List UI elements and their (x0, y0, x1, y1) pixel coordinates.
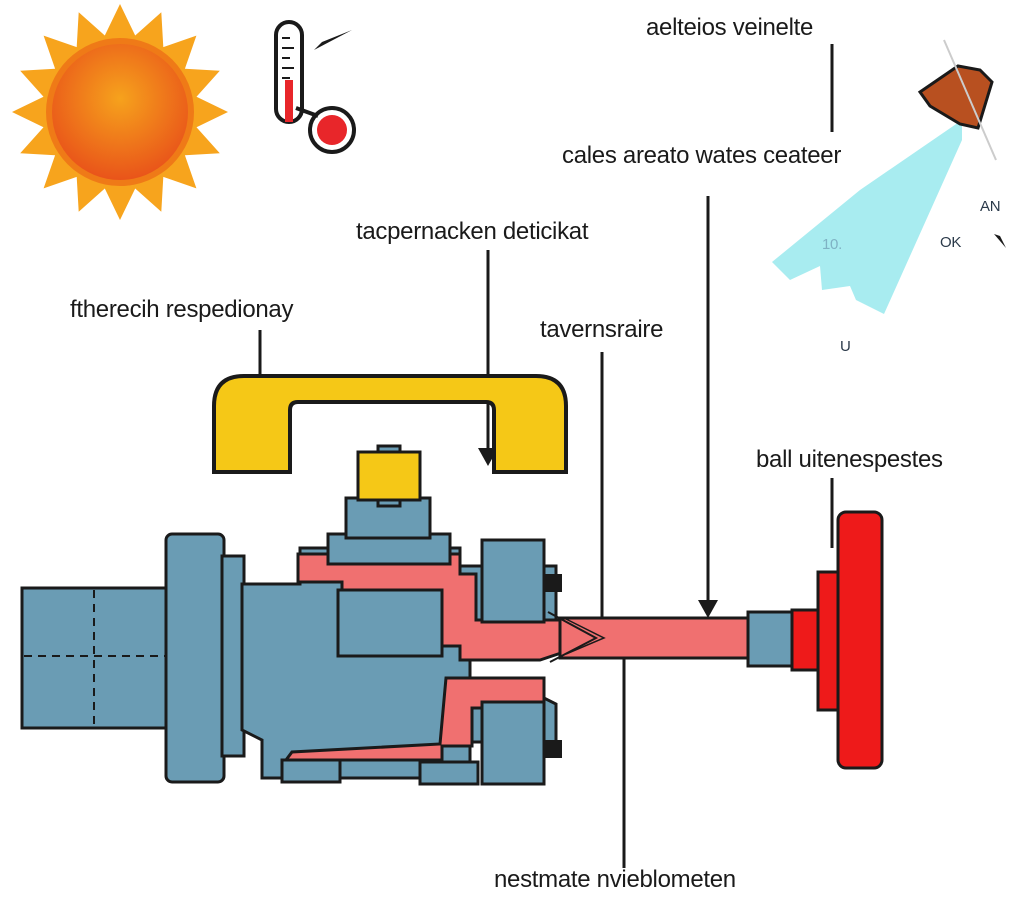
label-bottom: nestmate nvieblometen (494, 866, 736, 893)
stem-housing (344, 496, 432, 540)
bolt-upper (480, 538, 562, 624)
beam-text-u: U (840, 338, 851, 355)
label-right: ball uitenespestes (756, 446, 943, 473)
leader-lines (258, 44, 834, 868)
valve-handle (212, 374, 568, 502)
label-left: ftherecih respedionay (70, 296, 294, 323)
seat-seal (283, 552, 604, 762)
spray-nozzle-icon (772, 39, 1006, 314)
inlet-block (20, 586, 174, 730)
label-handle: tacpernacken deticikat (356, 218, 589, 245)
sun-icon (12, 4, 228, 220)
ball-knob (790, 510, 884, 770)
beam-text-an: AN (980, 198, 1001, 215)
label-top-right: aelteios veinelte (646, 14, 814, 41)
flange (164, 532, 226, 784)
beam-text-ok: OK (940, 234, 962, 251)
label-shaft: tavernsraire (540, 316, 664, 343)
label-mid-top: cales areato wates ceateer (562, 142, 842, 169)
shaft (547, 610, 798, 668)
beam-text-num: 10. (822, 236, 842, 253)
thermometer-icon (274, 20, 356, 154)
bolt-lower (480, 700, 562, 786)
